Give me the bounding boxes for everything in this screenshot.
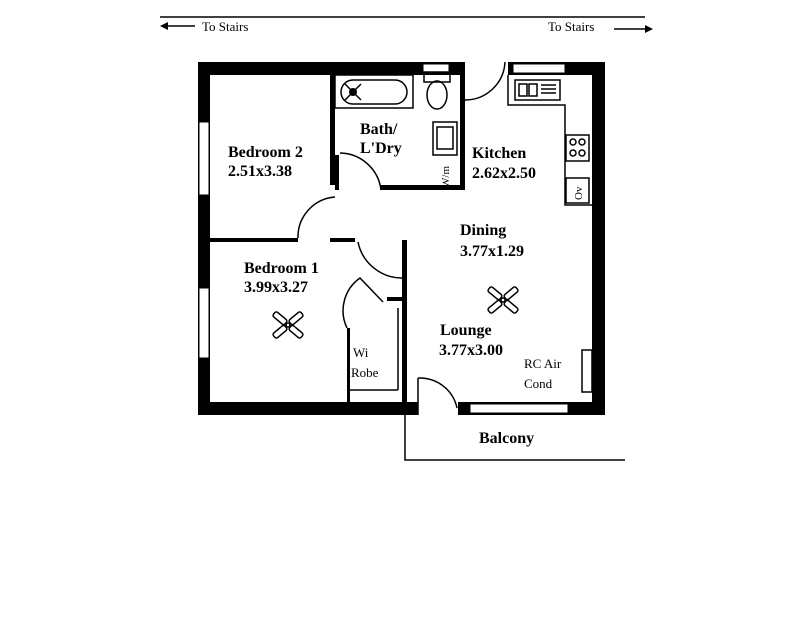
ceiling-fan-icon: [272, 311, 304, 339]
robe-label: Wi: [353, 345, 369, 360]
aircon-unit-icon: [581, 349, 593, 393]
balcony-name: Balcony: [479, 430, 534, 447]
dining-size: 3.77x1.29: [460, 243, 524, 260]
stairs-left-label: To Stairs: [202, 19, 248, 34]
washing-machine-icon: W/m: [432, 121, 458, 188]
doors: [297, 61, 506, 415]
cooktop-icon: [565, 134, 590, 162]
kitchen-name: Kitchen: [472, 145, 526, 162]
svg-text:W/m: W/m: [440, 166, 452, 188]
balcony-outline: [404, 415, 625, 461]
bedroom1-size: 3.99x3.27: [244, 279, 308, 296]
svg-text:Ov: Ov: [573, 186, 585, 200]
kitchen-counter: Ov: [507, 75, 592, 206]
stairs-right-arrow-icon: [614, 25, 653, 33]
toilet-icon: [423, 71, 451, 110]
lounge-name: Lounge: [440, 322, 492, 339]
bath-name: Bath/: [360, 121, 398, 138]
stairs-right-label: To Stairs: [548, 19, 594, 34]
bedroom2-name: Bedroom 2: [228, 144, 303, 161]
aircon-label-2: Cond: [524, 376, 553, 391]
bedroom2-size: 2.51x3.38: [228, 163, 292, 180]
bedroom1-name: Bedroom 1: [244, 260, 319, 277]
robe-label-2: Robe: [351, 365, 379, 380]
aircon-label: RC Air: [524, 356, 562, 371]
bathtub-icon: [334, 74, 414, 109]
kitchen-size: 2.62x2.50: [472, 165, 536, 182]
bath-name-2: L'Dry: [360, 140, 402, 157]
stairs-left-arrow-icon: [160, 22, 195, 30]
dining-name: Dining: [460, 222, 506, 239]
ceiling-fan-icon: [487, 286, 519, 314]
sink-icon: [518, 83, 556, 97]
oven-icon: Ov: [565, 177, 590, 204]
lounge-size: 3.77x3.00: [439, 342, 503, 359]
walls: [198, 62, 605, 415]
